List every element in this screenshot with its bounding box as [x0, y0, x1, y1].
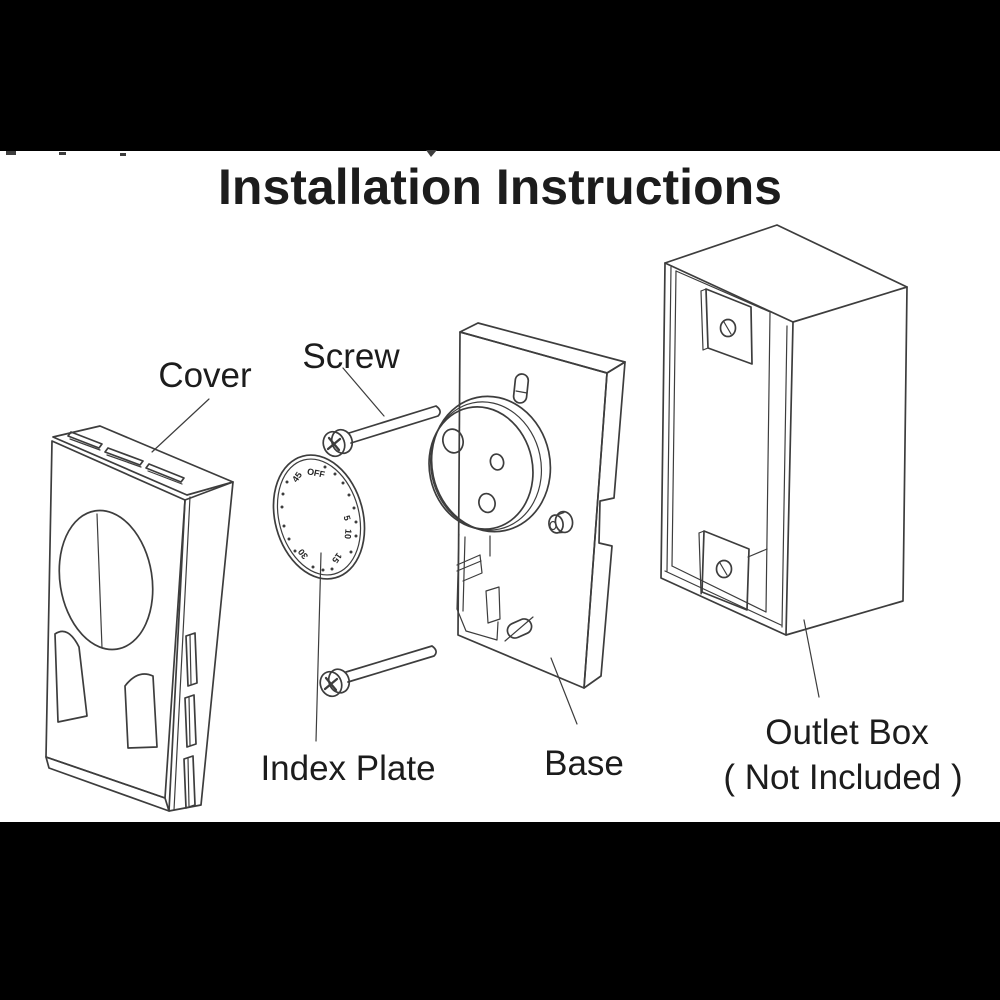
outlet-box-note-label: ( Not Included ) [723, 758, 963, 797]
cover-bottom-rim [45, 756, 170, 812]
screw-head [322, 430, 346, 458]
drum-hole [478, 492, 496, 514]
dial-label-10: 10 [343, 529, 354, 540]
index-plate-drawing: 45 OFF 5 10 15 30 [272, 454, 366, 580]
outlet-box-floor-edge [671, 565, 767, 613]
base-shaft-bushing [548, 510, 574, 534]
tab-screw-hole [715, 559, 733, 579]
page-title: Installation Instructions [218, 159, 782, 215]
outlet-box-opening-top-edge [664, 262, 794, 323]
cover-front-face [45, 440, 186, 799]
outlet-box-drawing [660, 224, 908, 636]
screw-head [319, 670, 343, 698]
dial-label-30: 30 [296, 547, 310, 561]
outlet-box-outline [660, 224, 908, 636]
tab-screw-hole [719, 318, 737, 338]
cover-top-slot-inner [147, 470, 183, 485]
cover-side-edge [173, 496, 191, 811]
base-label: Base [544, 744, 624, 783]
outlet-box-left-rim [666, 266, 672, 572]
cover-side-slot [185, 632, 198, 687]
cover-leader-line [151, 398, 210, 453]
screw-phillips-cross [326, 436, 342, 452]
outlet-box-left-rim-inner [671, 270, 677, 567]
index-plate-inner-rim [276, 458, 362, 576]
cover-drawing [45, 425, 234, 812]
drum-hole [489, 453, 505, 471]
cover-side-slot-inner [187, 757, 190, 807]
screw-phillips-cross [323, 676, 339, 692]
dial-label-off: OFF [306, 466, 326, 480]
base-drawing [428, 322, 626, 689]
screw-label: Screw [302, 337, 400, 376]
base-leader-line [550, 657, 578, 725]
screw-bottom-drawing [319, 645, 437, 698]
base-side-edge [583, 361, 626, 689]
outlet-box-leader-line [803, 619, 820, 698]
index-plate-tick-dots [280, 465, 358, 572]
screw-leader-line [342, 367, 385, 417]
screw-shaft [348, 405, 441, 444]
outlet-box-ceiling-edge [675, 270, 771, 313]
cover-top-slot-inner [69, 438, 101, 451]
index-plate-label: Index Plate [260, 749, 436, 788]
outlet-box-front-right-edge [785, 321, 794, 636]
outlet-box-inner-wall-edge [781, 325, 788, 628]
base-keyhole-slot [512, 373, 530, 404]
cover-side-slot [183, 755, 196, 809]
cover-top-slot [67, 431, 103, 449]
base-wire-slot [506, 618, 533, 639]
letterbox-bottom [0, 822, 1000, 1000]
screw-shaft [345, 645, 437, 683]
outlet-box-top-front-edge [792, 286, 908, 323]
outlet-box-bottom-rim [664, 570, 782, 626]
cover-side-slot-inner [189, 634, 192, 685]
cover-label: Cover [158, 356, 252, 395]
screw-top-drawing [322, 405, 441, 458]
cover-dial-window-divider [96, 513, 103, 649]
cover-lower-window [124, 673, 158, 749]
cover-dial-window [58, 509, 154, 651]
outlet-box-top-tab [700, 288, 753, 365]
cover-side-slot [184, 694, 197, 748]
base-keyhole-line [515, 390, 528, 394]
index-plate-leader-line [315, 552, 322, 742]
base-top-edge [459, 322, 626, 374]
dial-label-45: 45 [290, 470, 304, 484]
outlet-box-bottom-tab [698, 530, 768, 611]
cover-side-face [168, 481, 234, 812]
outlet-box-back-corner [765, 312, 771, 613]
cover-side-slot-inner [188, 696, 191, 746]
dial-label-5: 5 [342, 514, 353, 521]
cover-top-slot [145, 463, 185, 483]
base-wire-slot-line [504, 616, 534, 642]
index-plate-outer-rim [272, 454, 366, 580]
timer-drum-outer [430, 395, 552, 533]
letterbox-top [0, 0, 1000, 151]
timer-drum-face [428, 406, 534, 530]
dial-label-15: 15 [330, 551, 344, 565]
base-bracket-detail [456, 533, 501, 641]
cover-top-slot-inner [106, 454, 142, 468]
cover-lower-window [54, 630, 88, 723]
outlet-box-label: Outlet Box [765, 713, 929, 752]
cropped-text-remnant [6, 150, 437, 157]
timer-drum-rim [429, 401, 543, 531]
cover-top-slot [104, 447, 144, 466]
drum-hole [442, 428, 464, 454]
